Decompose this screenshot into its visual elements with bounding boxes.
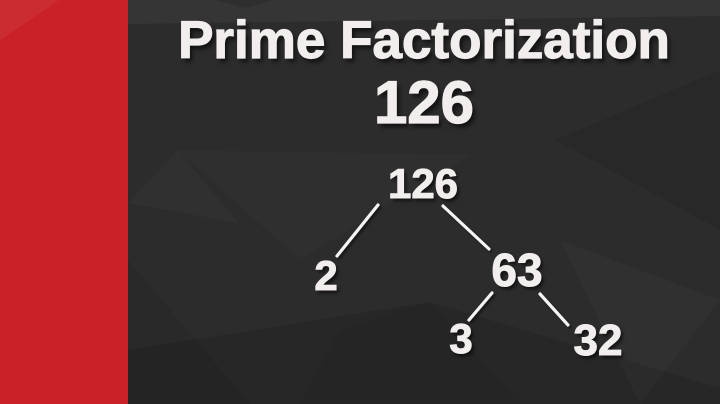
tree-node-3: 3 [449,315,473,362]
slide-title: Prime Factorization [177,11,670,70]
tree-edge-126-63 [441,204,491,251]
tree-edge-63-3 [467,291,494,322]
tree-edge-63-32 [538,292,570,327]
tree-edge-126-2 [335,203,380,258]
tree-node-root-126: 126 [387,160,459,207]
tree-node-32: 32 [573,316,623,365]
tree-node-63: 63 [491,244,543,296]
slide-title-number: 126 [373,69,475,136]
tree-node-2: 2 [314,252,338,299]
red-accent-bar [0,0,128,404]
